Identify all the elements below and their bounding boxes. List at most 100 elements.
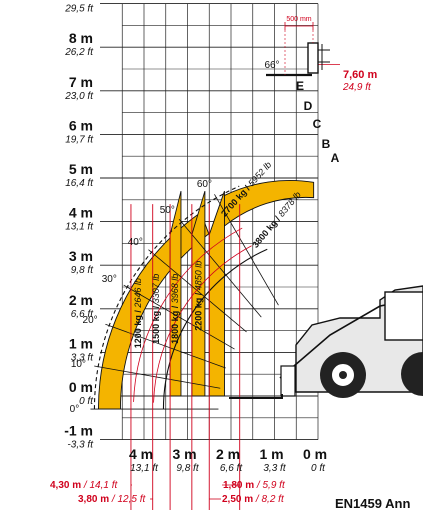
capacity-label: 1200 kg / 2646 lb [133,278,143,348]
reach-marker-ft: 14,1 ft [89,480,118,491]
x-tick-label-m: 4 m [129,446,153,462]
capacity-label-sep: / [151,303,161,311]
reach-marker-sep: / [81,480,89,491]
y-tick-label-ft: 29,5 ft [64,4,94,15]
reach-marker-label: 4,30 m / 14,1 ft [50,480,119,491]
reach-marker-label: 2,50 m / 8,2 ft [222,494,285,505]
reach-marker-ft: 5,9 ft [262,480,285,491]
max-height-label-ft: 24,9 ft [342,82,372,93]
y-tick-label-ft: 13,1 ft [65,222,94,233]
y-tick-label-m: 5 m [69,161,93,177]
y-tick-label-ft: 9,8 ft [71,265,94,276]
carriage [280,365,296,397]
boom-angle-label: 10° [71,359,86,370]
capacity-label-sep: / [193,290,203,298]
reach-marker-ft: 12,5 ft [117,494,146,505]
reach-lines [130,64,340,510]
y-tick-label-ft: 23,0 ft [64,91,94,102]
y-tick-label-ft: 26,2 ft [64,47,94,58]
cab [384,291,423,341]
reach-marker-m: 2,50 m [222,494,253,505]
capacity-label-lb: 4850 lb [193,261,203,291]
capacity-label-sep: / [133,308,143,316]
x-tick-label-m: 1 m [259,446,283,462]
x-tick-label-ft: 0 ft [311,463,326,474]
y-tick-label-m: 6 m [69,117,93,133]
boom-angle-ray [178,218,262,318]
y-tick-label-m: 0 m [69,379,93,395]
boom-angle-label: 40° [128,237,143,248]
top-fork-carriage [266,22,330,77]
capacity-label: 1800 kg / 3968 lb [170,274,180,344]
extension-zone-label: E [296,79,304,93]
reach-marker-m: 1,80 m [223,480,254,491]
capacity-label-kg: 1800 kg [170,311,180,344]
boom-angle-label: 30° [102,274,117,285]
x-tick-label-m: 3 m [172,446,196,462]
boom-angle-ray [94,365,221,389]
capacity-label-lb: 3968 lb [170,274,180,304]
y-tick-label-m: 7 m [69,74,93,90]
y-tick-label-m: 4 m [69,205,93,221]
extension-zone-label: C [313,117,322,131]
y-tick-label-ft: 16,4 ft [65,178,94,189]
x-tick-label-ft: 6,6 ft [220,463,243,474]
boom-angle-ray [148,249,247,333]
max-height-label-m: 7,60 m [343,69,377,81]
capacity-band-inner [224,180,315,227]
x-tick-label-m: 2 m [216,446,240,462]
capacity-limit-arc [133,227,243,402]
x-tick-label-ft: 3,3 ft [263,463,286,474]
x-tick-label-m: 0 m [303,446,327,462]
capacity-label: 2200 kg / 4850 lb [193,261,203,331]
y-tick-label-ft: 19,7 ft [65,134,94,145]
y-tick-label-ft: 0 ft [79,396,94,407]
standard-label: EN1459 Ann [335,496,410,510]
reach-marker-ft: 8,2 ft [261,494,284,505]
boom-angle-label: 50° [160,205,175,216]
capacity-bands [97,180,315,410]
capacity-limit-arc [153,245,252,403]
y-tick-label-m: 8 m [69,30,93,46]
y-tick-label-m: 2 m [69,292,93,308]
ground-forks [229,394,283,399]
boom-angle-rays [90,194,279,410]
rear-wheel [401,352,423,396]
capacity-label-lb: 2646 lb [133,278,143,309]
y-tick-label-m: 3 m [69,248,93,264]
boom-angle-ray [214,194,279,306]
capacity-label: 1500 kg / 3307 lb [151,274,161,344]
front-wheel-hub [339,371,347,379]
telehandler-drawing [229,285,423,399]
envelope-outer [93,185,240,410]
boom-angle-label: 0° [70,404,80,415]
capacity-label-kg: 1500 kg [151,311,161,344]
y-tick-label-m: -1 m [64,423,93,439]
x-tick-label-ft: 9,8 ft [176,463,199,474]
fork-dimension-label: 500 mm [286,16,311,23]
boom-angle-ray [123,284,235,350]
reach-marker-m: 4,30 m [50,480,81,491]
reach-marker-sep: / [109,494,117,505]
extension-zone-label: D [304,99,313,113]
y-tick-label-m: 9 m [69,0,93,3]
reach-marker-m: 3,80 m [78,494,109,505]
y-tick-label-ft: 6,6 ft [71,309,94,320]
reach-marker-sep: / [253,494,261,505]
extension-zone-label: B [322,137,331,151]
boom-angle-label: 60° [197,179,212,190]
reach-marker-sep: / [254,480,262,491]
capacity-label-lb: 3307 lb [151,274,161,304]
extension-zone-label: A [331,151,340,165]
x-tick-label-ft: 13,1 ft [130,463,159,474]
y-tick-label-ft: 3,3 ft [71,352,94,363]
boom-angle-ray [105,323,226,369]
y-tick-label-m: 1 m [69,335,93,351]
reach-marker-label: 1,80 m / 5,9 ft [223,480,286,491]
capacity-label-kg: 2200 kg [193,298,203,331]
y-tick-label-ft: -3,3 ft [67,440,94,451]
capacity-label-sep: / [170,303,180,311]
capacity-label-kg: 1200 kg [133,315,143,348]
reach-marker-label: 3,80 m / 12,5 ft [78,494,147,505]
